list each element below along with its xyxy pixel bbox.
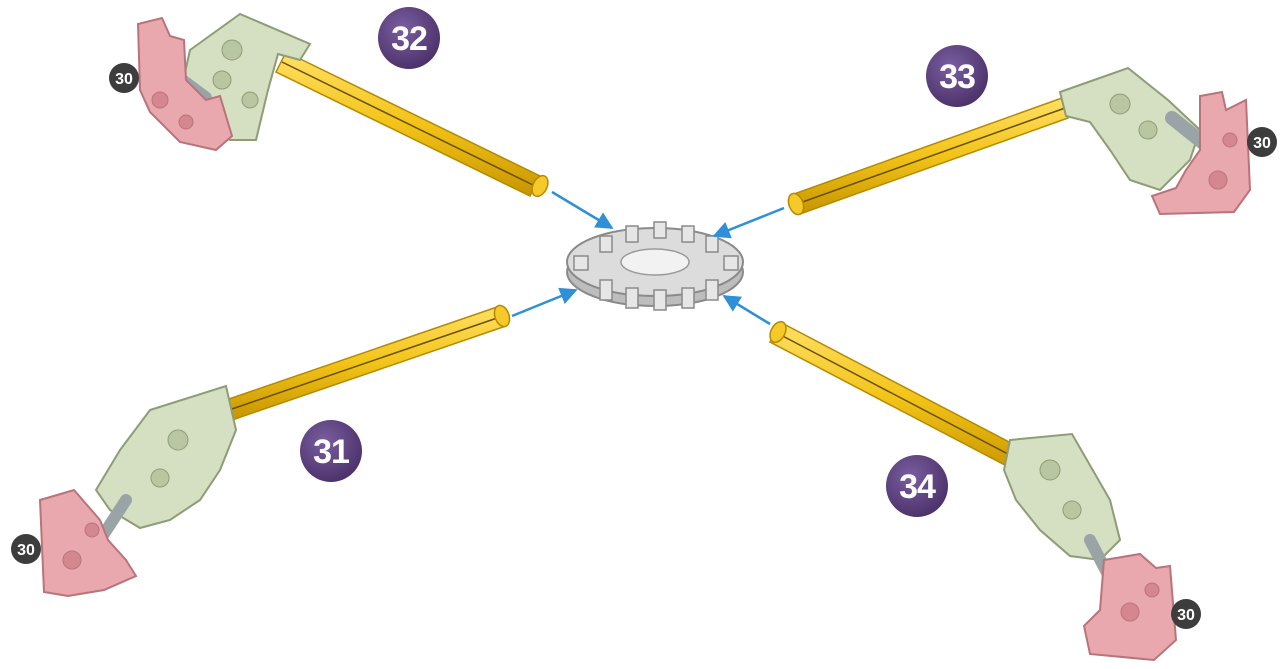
part-ref-label: 30: [17, 542, 35, 559]
step-badge-31: 31: [300, 420, 362, 482]
yellow-rod-icon: [225, 304, 511, 421]
part-ref-badge: 30: [109, 63, 139, 93]
green-elbow-connector-icon: [94, 384, 238, 546]
step-badge-33: 33: [926, 45, 988, 107]
blue-arrow-icon: [511, 190, 785, 326]
step-number-33: 33: [939, 58, 975, 96]
pink-end-connector-icon: [1150, 90, 1252, 216]
part-ref-label: 30: [115, 71, 133, 88]
gray-hub-icon: [566, 221, 744, 311]
part-ref-badge: 30: [1171, 599, 1201, 629]
step-number-32: 32: [391, 20, 427, 58]
yellow-rod-icon: [787, 97, 1069, 216]
step-badge-34: 34: [886, 455, 948, 517]
part-ref-label: 30: [1253, 135, 1271, 152]
part-ref-badge: 30: [1247, 127, 1277, 157]
part-ref-badge: 30: [11, 534, 41, 564]
pink-end-connector-icon: [1082, 552, 1178, 662]
pink-end-connector-icon: [136, 16, 234, 152]
step-badge-32: 32: [378, 7, 440, 69]
assembly-bottom-left: [38, 304, 511, 598]
assembly-top-right: [787, 66, 1252, 216]
assembly-bottom-right: [769, 320, 1178, 662]
yellow-rod-icon: [769, 320, 1033, 476]
step-number-31: 31: [313, 433, 349, 471]
pink-end-connector-icon: [38, 488, 138, 598]
assembly-top-left: [136, 12, 549, 198]
yellow-rod-icon: [274, 51, 549, 198]
part-ref-label: 30: [1177, 607, 1195, 624]
step-number-34: 34: [899, 468, 936, 506]
